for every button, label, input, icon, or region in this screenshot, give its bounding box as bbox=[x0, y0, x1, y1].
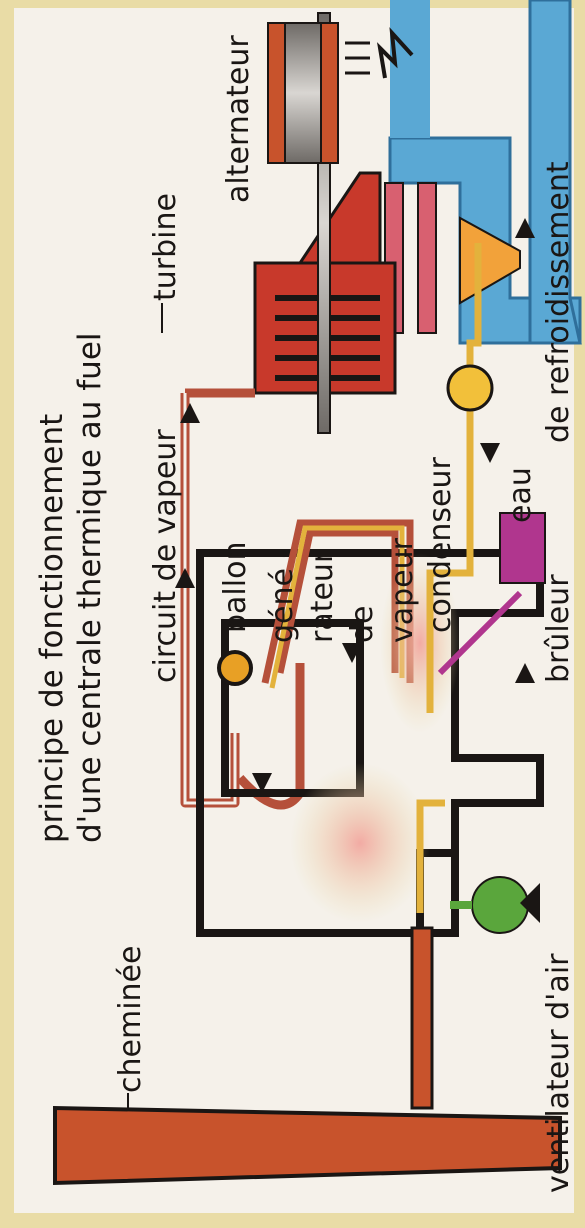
condenser-tube bbox=[418, 183, 436, 333]
label-turbine: turbine bbox=[148, 193, 183, 301]
flue-gas-cloud bbox=[290, 763, 430, 923]
title-line-2: d'une centrale thermique au fuel bbox=[72, 332, 108, 843]
label-condenseur: condenseur bbox=[423, 457, 458, 633]
label-alternateur: alternateur bbox=[221, 35, 256, 203]
label-generateur-4: vapeur bbox=[385, 537, 420, 643]
label-bruleur: brûleur bbox=[541, 574, 576, 683]
label-eau: eau bbox=[503, 467, 538, 523]
label-generateur-3: de bbox=[345, 606, 380, 644]
label-circuit-de-vapeur: circuit de vapeur bbox=[148, 429, 183, 683]
label-cheminee: cheminée bbox=[113, 946, 148, 1093]
label-ventilateur-d-air: ventilateur d'air bbox=[541, 953, 576, 1193]
title-line-1: principe de fonctionnement bbox=[34, 414, 70, 843]
pump bbox=[448, 366, 492, 410]
ballon-drum bbox=[219, 652, 251, 684]
label-generateur-2: rateur bbox=[305, 550, 340, 643]
label-de-refroidissement: de refroidissement bbox=[541, 161, 576, 443]
label-generateur-1: géné - bbox=[265, 548, 300, 643]
label-ballon: ballon bbox=[218, 542, 253, 633]
